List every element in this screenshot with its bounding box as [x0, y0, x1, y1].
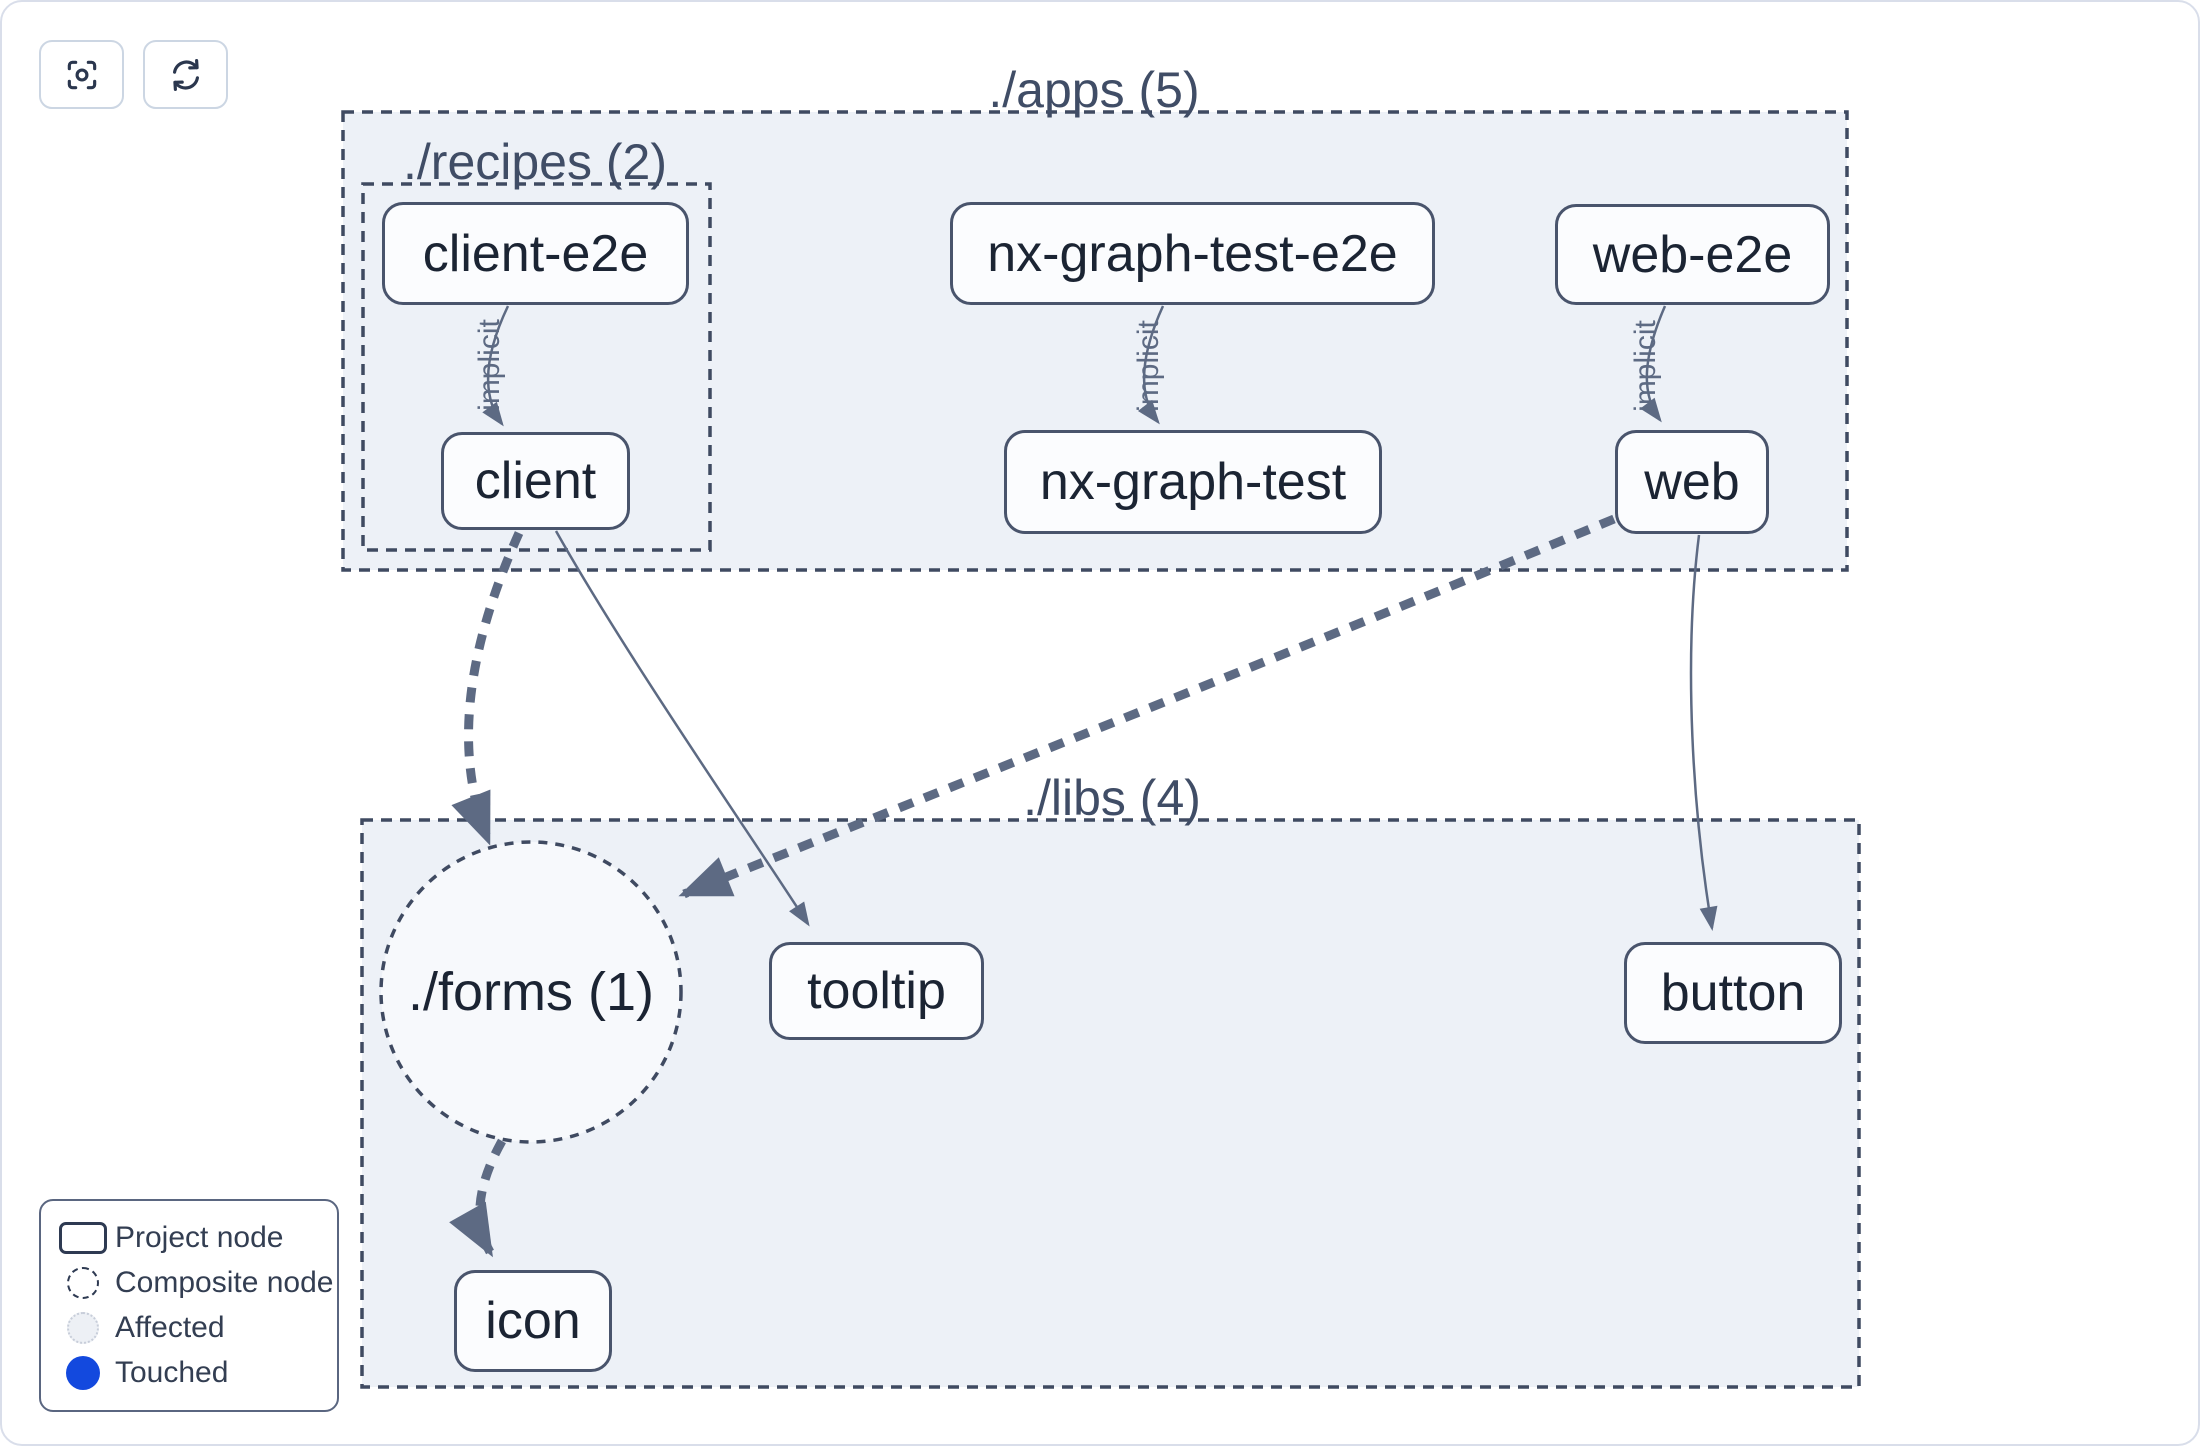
edge-label-implicit-web: implicit [1629, 320, 1662, 412]
group-label-apps[interactable]: ./apps (5) [988, 62, 1200, 118]
edge-client-e2e-to-client[interactable] [482, 305, 510, 427]
touched-swatch-icon [51, 1356, 115, 1391]
group-label-recipes[interactable]: ./recipes (2) [403, 134, 667, 190]
edge-client-to-forms[interactable] [451, 531, 524, 846]
legend: Project node Composite node Affected Tou… [39, 1199, 339, 1412]
edge-label-implicit-nx-graph-test: implicit [1132, 320, 1165, 412]
group-recipes-container[interactable] [361, 182, 712, 552]
edge-web-e2e-to-web[interactable] [1640, 305, 1667, 423]
project-node-swatch-icon [51, 1221, 115, 1254]
composite-node-forms[interactable] [379, 840, 683, 1144]
legend-label: Composite node [115, 1265, 334, 1299]
graph-toolbar [39, 40, 228, 109]
composite-node-forms-label[interactable]: ./forms (1) [407, 962, 654, 1022]
legend-label: Touched [115, 1356, 229, 1390]
legend-row-project-node: Project node [51, 1221, 327, 1255]
group-label-libs[interactable]: ./libs (4) [1023, 770, 1201, 826]
node-web-e2e[interactable]: web-e2e [1555, 204, 1830, 305]
refresh-layout-button[interactable] [143, 40, 228, 109]
refresh-icon [172, 58, 199, 91]
focus-crosshair-icon [67, 60, 96, 89]
affected-swatch-icon [51, 1312, 115, 1345]
focus-reset-button[interactable] [39, 40, 124, 109]
node-tooltip[interactable]: tooltip [769, 942, 984, 1040]
edge-forms-to-icon[interactable] [449, 1138, 506, 1258]
legend-row-composite-node: Composite node [51, 1266, 333, 1300]
node-nx-graph-test-e2e[interactable]: nx-graph-test-e2e [950, 202, 1435, 305]
edge-web-to-forms[interactable] [678, 514, 1616, 899]
legend-row-touched: Touched [51, 1356, 327, 1391]
composite-node-swatch-icon [51, 1266, 115, 1299]
edge-label-implicit-client: implicit [473, 319, 506, 411]
node-icon[interactable]: icon [454, 1270, 612, 1372]
legend-row-affected: Affected [51, 1311, 327, 1345]
legend-label: Project node [115, 1220, 284, 1254]
node-nx-graph-test[interactable]: nx-graph-test [1004, 430, 1382, 534]
edge-nx-graph-test-e2e-to-nx-graph-test[interactable] [1137, 305, 1165, 425]
node-button[interactable]: button [1624, 942, 1842, 1044]
edge-web-to-button[interactable] [1689, 534, 1718, 931]
legend-label: Affected [115, 1311, 225, 1345]
edge-client-to-tooltip[interactable] [554, 530, 810, 927]
node-web[interactable]: web [1615, 430, 1769, 534]
node-client-e2e[interactable]: client-e2e [382, 202, 689, 305]
node-client[interactable]: client [441, 432, 630, 530]
